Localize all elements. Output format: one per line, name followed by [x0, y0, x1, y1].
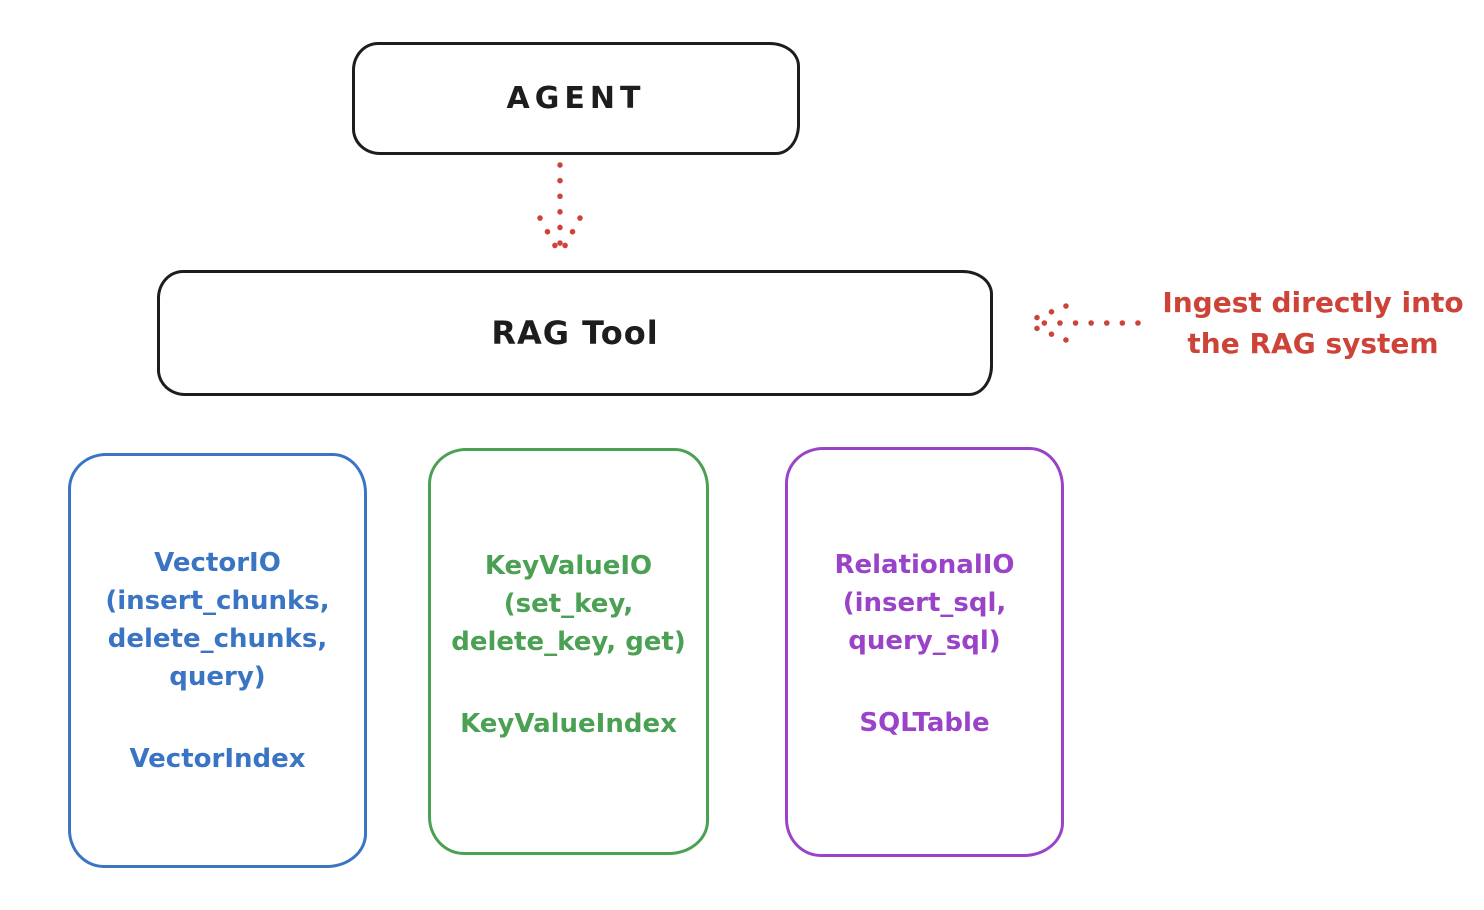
keyvalueio-box: KeyValueIO (set_key, delete_key, get) Ke… — [428, 448, 709, 855]
ingest-annotation-arrow — [1023, 303, 1141, 343]
vectorio-title: VectorIO — [154, 548, 281, 578]
relationalio-index: SQLTable — [859, 708, 990, 738]
arrowhead-left — [537, 215, 562, 256]
relationalio-box: RelationalIO (insert_sql, query_sql) SQL… — [785, 447, 1064, 857]
arrowhead-top — [1023, 303, 1069, 325]
vectorio-methods: (insert_chunks, delete_chunks, query) — [105, 586, 330, 692]
vectorio-box: VectorIO (insert_chunks, delete_chunks, … — [68, 453, 367, 868]
agent-box: AGENT — [352, 42, 800, 155]
rag-tool-box: RAG Tool — [157, 270, 993, 396]
agent-label: AGENT — [506, 81, 646, 116]
arrowhead-right — [558, 215, 583, 256]
arrowhead-bottom — [1023, 321, 1069, 343]
rag-tool-label: RAG Tool — [491, 314, 659, 352]
relationalio-methods: (insert_sql, query_sql) — [842, 588, 1007, 656]
keyvalueio-index: KeyValueIndex — [460, 709, 677, 739]
keyvalueio-methods: (set_key, delete_key, get) — [451, 589, 686, 657]
vectorio-index: VectorIndex — [129, 744, 306, 774]
agent-to-rag-arrow — [537, 162, 583, 258]
keyvalueio-title: KeyValueIO — [484, 551, 653, 581]
relationalio-title: RelationalIO — [834, 550, 1015, 580]
ingest-annotation: Ingest directly into the RAG system — [1162, 286, 1464, 360]
